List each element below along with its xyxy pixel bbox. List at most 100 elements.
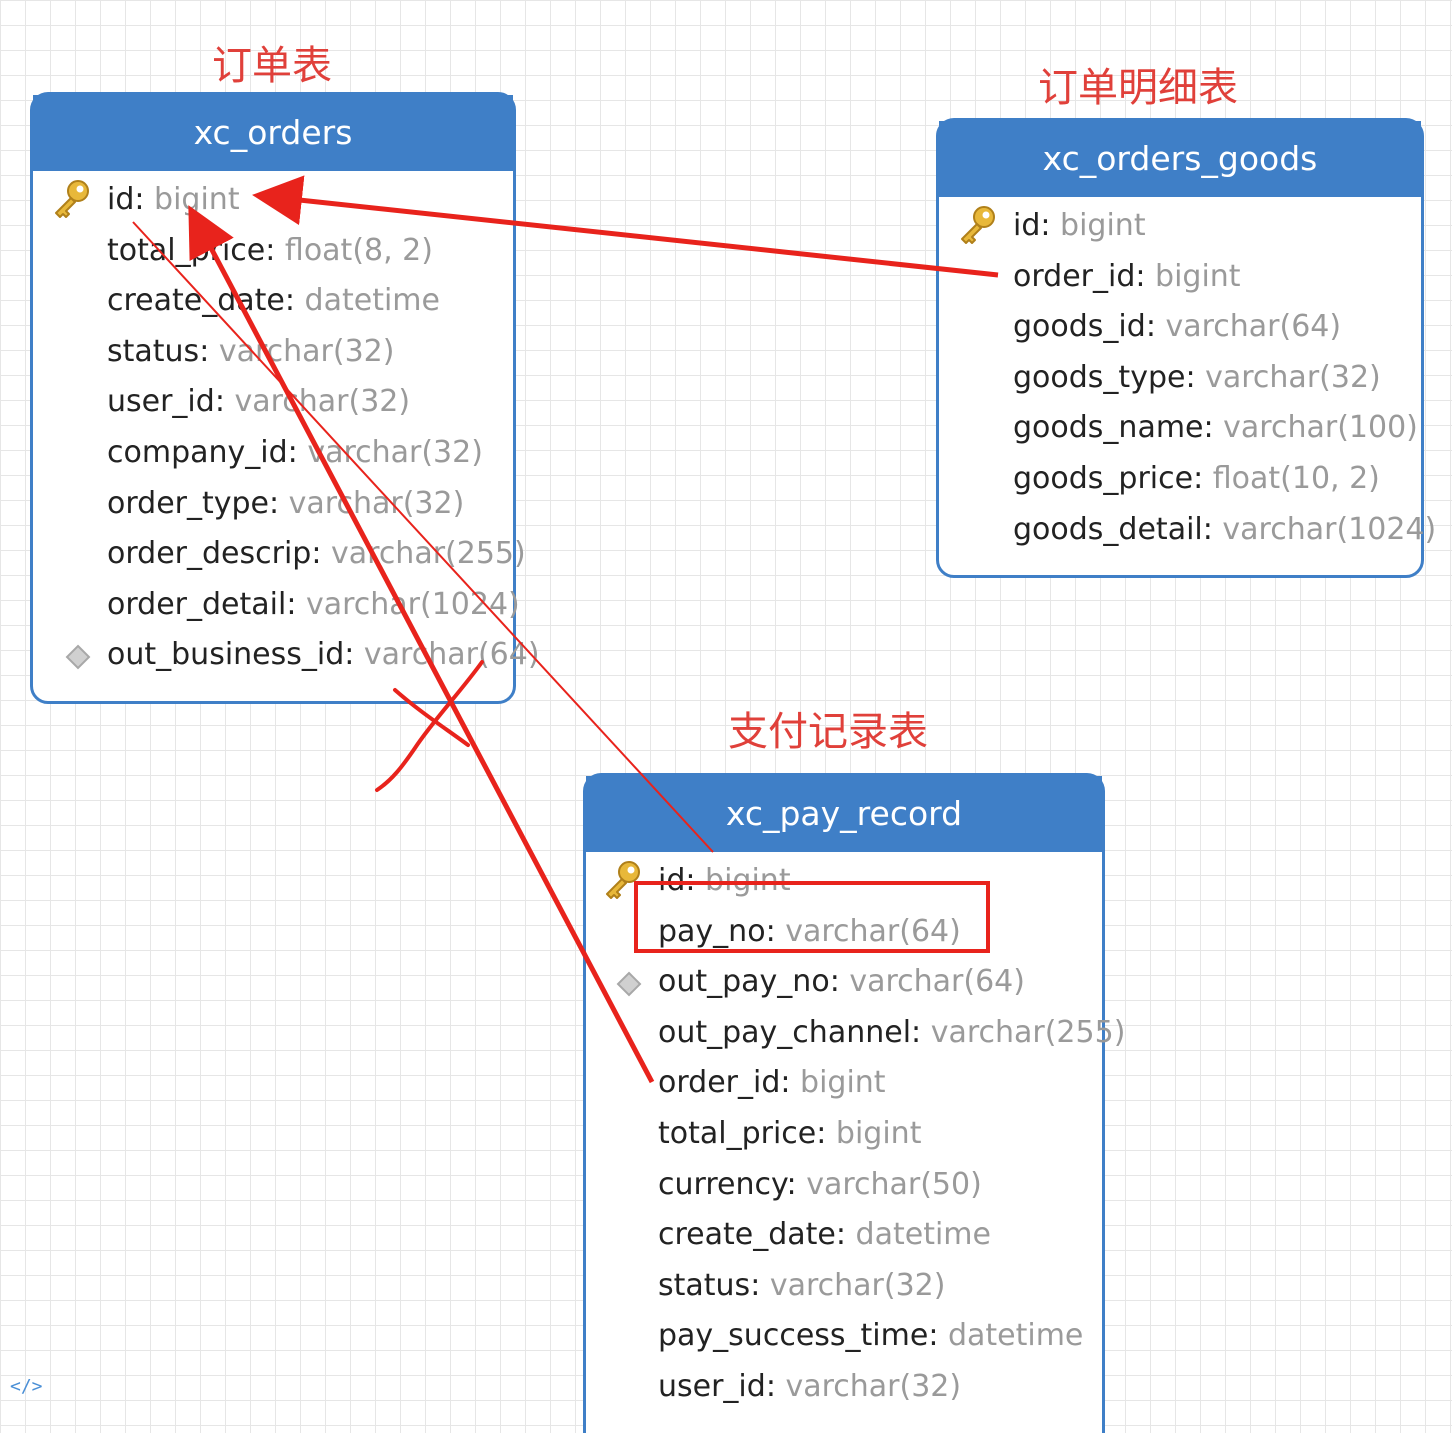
column-name: currency bbox=[658, 1166, 787, 1202]
column-row[interactable]: pay_success_time: datetime bbox=[586, 1311, 1102, 1362]
column-type: varchar(64) bbox=[785, 913, 961, 949]
column-type: varchar(50) bbox=[806, 1166, 982, 1202]
key-icon bbox=[51, 175, 95, 225]
column-row[interactable]: status: varchar(32) bbox=[33, 327, 513, 378]
column-name: goods_type bbox=[1013, 359, 1186, 395]
column-type: bigint bbox=[154, 182, 240, 217]
column-separator: : bbox=[1040, 208, 1061, 243]
column-type: bigint bbox=[1155, 258, 1241, 294]
column-name: order_id bbox=[1013, 258, 1136, 294]
column-separator: : bbox=[287, 434, 308, 470]
pay-record-caption: 支付记录表 bbox=[728, 709, 928, 755]
column-name: goods_price bbox=[1013, 460, 1194, 496]
column-separator: : bbox=[829, 964, 850, 1000]
column-type: datetime bbox=[304, 283, 440, 319]
column-row[interactable]: out_pay_no: varchar(64) bbox=[586, 957, 1102, 1008]
column-row[interactable]: id: bigint bbox=[586, 856, 1102, 907]
column-name: total_price bbox=[658, 1115, 817, 1151]
column-name: order_type bbox=[107, 485, 270, 521]
table-title: xc_pay_record bbox=[586, 776, 1102, 852]
column-row[interactable]: create_date: datetime bbox=[586, 1210, 1102, 1261]
code-toggle-icon[interactable]: </> bbox=[10, 1376, 43, 1397]
column-name: status bbox=[107, 333, 200, 369]
column-separator: : bbox=[344, 637, 364, 673]
column-name: status bbox=[658, 1267, 751, 1303]
column-row[interactable]: company_id: varchar(32) bbox=[33, 428, 513, 479]
column-row[interactable]: goods_type: varchar(32) bbox=[939, 353, 1421, 404]
column-separator: : bbox=[685, 863, 706, 898]
column-name: pay_no bbox=[658, 913, 766, 949]
column-name: company_id bbox=[107, 434, 288, 470]
orders-goods-caption: 订单明细表 bbox=[1038, 65, 1238, 111]
column-type: varchar(255) bbox=[331, 536, 526, 572]
column-type: varchar(255) bbox=[930, 1014, 1126, 1050]
column-type: bigint bbox=[1060, 208, 1146, 243]
column-type: varchar(32) bbox=[785, 1368, 962, 1404]
column-name: pay_success_time bbox=[658, 1318, 929, 1354]
column-name: id bbox=[1013, 208, 1041, 243]
column-separator: : bbox=[816, 1115, 836, 1151]
column-row[interactable]: order_descrip: varchar(255) bbox=[33, 529, 526, 580]
column-row[interactable]: order_id: bigint bbox=[939, 252, 1421, 303]
column-type: varchar(32) bbox=[1205, 359, 1381, 395]
column-type: varchar(64) bbox=[849, 964, 1025, 1000]
column-separator: : bbox=[911, 1014, 931, 1050]
column-separator: : bbox=[780, 1065, 801, 1101]
column-row[interactable]: order_type: varchar(32) bbox=[33, 479, 513, 530]
column-row[interactable]: total_price: float(8, 2) bbox=[33, 226, 513, 277]
column-separator: : bbox=[134, 182, 155, 217]
column-separator: : bbox=[269, 485, 289, 521]
table-title: xc_orders_goods bbox=[939, 121, 1421, 197]
column-separator: : bbox=[928, 1318, 948, 1354]
column-type: datetime bbox=[947, 1318, 1084, 1354]
key-icon bbox=[602, 856, 646, 906]
column-type: varchar(64) bbox=[363, 637, 540, 673]
column-separator: : bbox=[265, 232, 285, 268]
column-separator: : bbox=[786, 1166, 807, 1202]
column-row[interactable]: out_pay_channel: varchar(255) bbox=[586, 1008, 1125, 1059]
column-row[interactable]: goods_detail: varchar(1024) bbox=[939, 505, 1436, 556]
column-type: varchar(32) bbox=[769, 1267, 946, 1303]
column-type: float(10, 2) bbox=[1212, 460, 1380, 496]
column-row[interactable]: goods_id: varchar(64) bbox=[939, 302, 1421, 353]
column-type: bigint bbox=[800, 1065, 886, 1101]
column-row[interactable]: pay_no: varchar(64) bbox=[586, 907, 1102, 958]
column-name: out_pay_no bbox=[658, 964, 830, 1000]
column-name: id bbox=[107, 182, 135, 217]
column-row[interactable]: currency: varchar(50) bbox=[586, 1160, 1102, 1211]
column-row[interactable]: user_id: varchar(32) bbox=[33, 377, 513, 428]
column-row[interactable]: user_id: varchar(32) bbox=[586, 1362, 1102, 1413]
column-type: varchar(100) bbox=[1223, 410, 1418, 446]
column-row[interactable]: create_date: datetime bbox=[33, 276, 513, 327]
column-separator: : bbox=[311, 536, 331, 572]
column-row[interactable]: status: varchar(32) bbox=[586, 1261, 1102, 1312]
column-type: varchar(32) bbox=[234, 384, 411, 420]
column-name: out_business_id bbox=[107, 637, 345, 673]
orders-caption: 订单表 bbox=[212, 43, 332, 89]
column-separator: : bbox=[1145, 309, 1166, 345]
column-row[interactable]: id: bigint bbox=[33, 175, 513, 226]
column-row[interactable]: out_business_id: varchar(64) bbox=[33, 630, 540, 681]
diamond-icon bbox=[602, 957, 646, 1007]
column-row[interactable]: order_id: bigint bbox=[586, 1058, 1102, 1109]
column-row[interactable]: id: bigint bbox=[939, 201, 1421, 252]
column-row[interactable]: order_detail: varchar(1024) bbox=[33, 580, 520, 631]
column-row[interactable]: goods_price: float(10, 2) bbox=[939, 454, 1421, 505]
column-separator: : bbox=[835, 1217, 856, 1253]
column-row[interactable]: total_price: bigint bbox=[586, 1109, 1102, 1160]
column-separator: : bbox=[214, 384, 235, 420]
column-name: goods_detail bbox=[1013, 511, 1203, 547]
column-separator: : bbox=[284, 283, 305, 319]
column-name: goods_id bbox=[1013, 309, 1146, 345]
column-type: datetime bbox=[855, 1217, 991, 1253]
column-separator: : bbox=[1202, 511, 1223, 547]
column-type: varchar(32) bbox=[218, 333, 395, 369]
column-row[interactable]: goods_name: varchar(100) bbox=[939, 403, 1421, 454]
table-title: xc_orders bbox=[33, 95, 513, 171]
column-name: user_id bbox=[107, 384, 215, 420]
column-type: varchar(1024) bbox=[1222, 511, 1437, 547]
